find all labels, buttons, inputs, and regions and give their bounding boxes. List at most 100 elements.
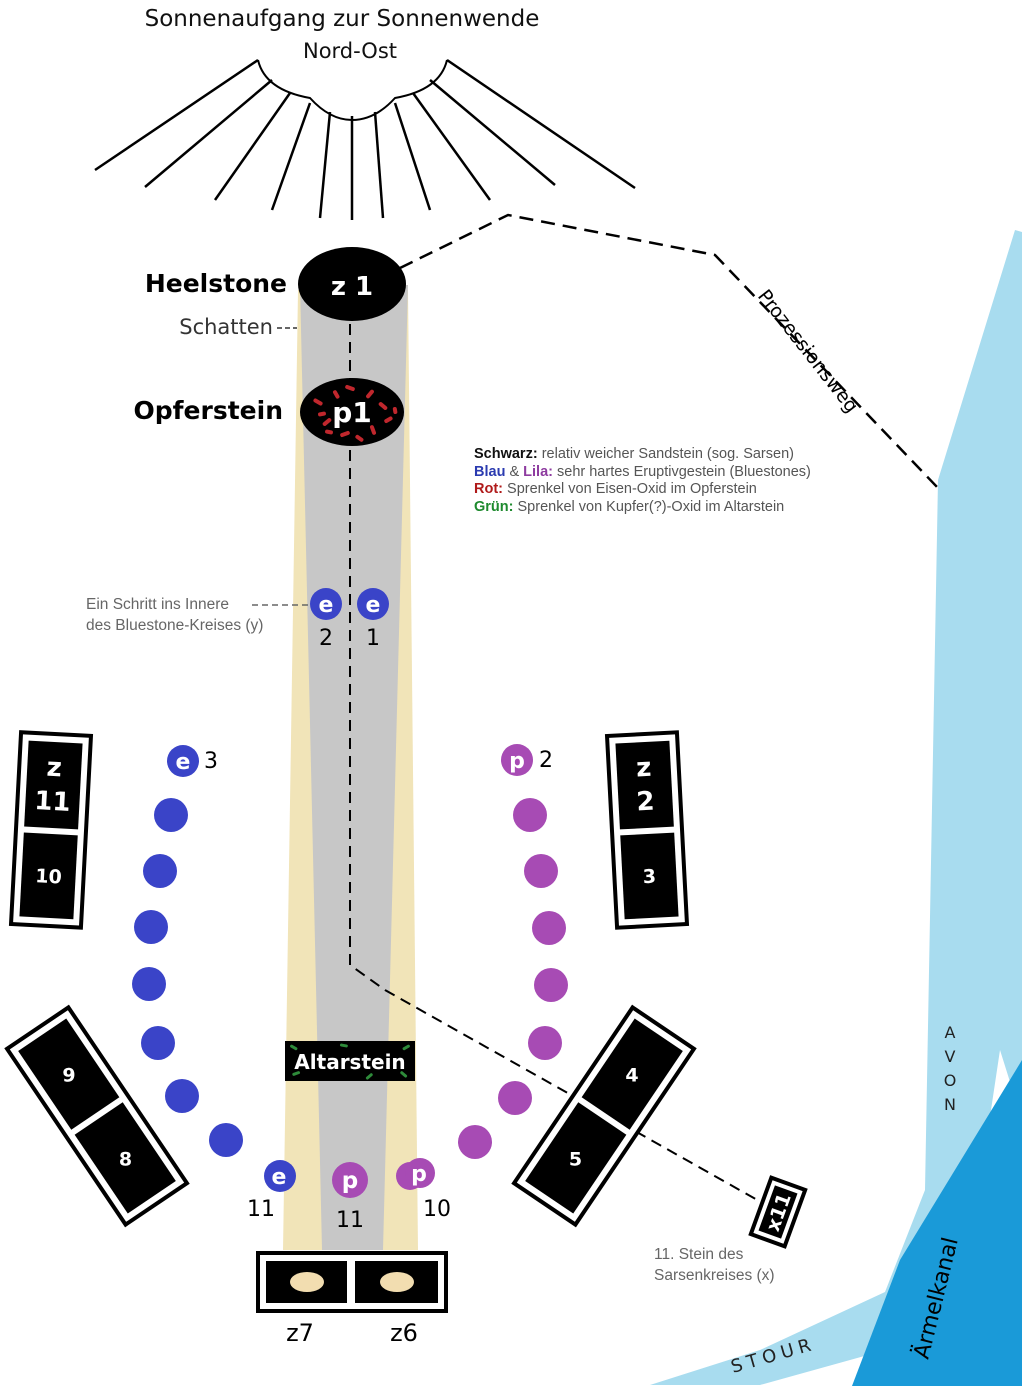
- altarstein[interactable]: Altarstein: [285, 1041, 415, 1081]
- bluestone-dot: [513, 798, 547, 832]
- z11-top-label: z: [46, 753, 63, 784]
- z11-bottom-label: 11: [34, 786, 72, 818]
- legend-text-schwarz: relativ weicher Sandstein (sog. Sarsen): [541, 446, 794, 462]
- bluestone-dot: [132, 967, 166, 1001]
- sun-rays: [94, 58, 636, 220]
- e11-number: 11: [247, 1197, 275, 1222]
- bluestone-dot: [524, 854, 558, 888]
- river-avon: [650, 230, 1022, 1385]
- light-beam: [300, 285, 408, 1250]
- e2-letter: e: [319, 593, 334, 618]
- x11-note-line2: Sarsenkreises (x): [654, 1267, 775, 1284]
- schatten-label: Schatten: [179, 315, 273, 339]
- e1-number: 1: [366, 626, 380, 651]
- heelstone-z1[interactable]: [298, 247, 406, 321]
- legend: Schwarz: relativ weicher Sandstein (sog.…: [474, 446, 811, 516]
- avon-letter: O: [944, 1071, 957, 1090]
- p11-number: 11: [336, 1208, 364, 1233]
- opferstein-label: Opferstein: [134, 396, 283, 425]
- legend-row-schwarz: Schwarz: relativ weicher Sandstein (sog.…: [474, 446, 811, 464]
- bluestone-dot: [141, 1026, 175, 1060]
- bluestone-dot: [209, 1123, 243, 1157]
- avon-label: A V O N: [944, 1023, 957, 1114]
- legend-row-gruen: Grün: Sprenkel von Kupfer(?)-Oxid im Alt…: [474, 499, 811, 517]
- e3-number: 3: [204, 749, 218, 774]
- trilithon-z4-z5[interactable]: 4 5: [511, 1004, 697, 1228]
- bluestone-p10[interactable]: p 10: [396, 1158, 451, 1222]
- p2-number: 2: [539, 748, 553, 773]
- bluestone-p11[interactable]: p 11: [332, 1162, 368, 1233]
- step-note-line2: des Bluestone-Kreises (y): [86, 617, 264, 634]
- bluestone-arc-right: [458, 798, 568, 1159]
- p2-letter: p: [509, 749, 525, 774]
- z10-label: 10: [35, 865, 63, 888]
- step-note-line1: Ein Schritt ins Innere: [86, 596, 230, 613]
- procession-path: [399, 213, 939, 489]
- bluestone-dot: [165, 1079, 199, 1113]
- avon-letter: V: [945, 1047, 956, 1066]
- altarstein-label: Altarstein: [294, 1050, 405, 1074]
- avon-letter: N: [944, 1095, 956, 1114]
- x11-note: 11. Stein des Sarsenkreises (x): [654, 1244, 775, 1286]
- legend-text-gruen: Sprenkel von Kupfer(?)-Oxid im Altarstei…: [517, 498, 785, 515]
- opferstein-p1[interactable]: [300, 378, 404, 446]
- sea-aermelkanal: [852, 1060, 1022, 1386]
- legend-text-rot: Sprenkel von Eisen-Oxid im Opferstein: [507, 481, 757, 497]
- z2-top-label: z: [635, 753, 652, 784]
- trilithon-z2-z3[interactable]: z 2 3: [604, 730, 690, 930]
- bluestone-p2[interactable]: p 2: [501, 744, 553, 776]
- bluestone-dot: [534, 968, 568, 1002]
- legend-key-blau: Blau: [474, 463, 506, 480]
- title: Sonnenaufgang zur Sonnenwende: [145, 6, 540, 32]
- iron-oxide-speckles: [313, 384, 398, 442]
- bluestone-arc-left: [132, 798, 243, 1157]
- z8-label: 8: [119, 1148, 132, 1170]
- legend-key-gruen: Grün:: [474, 498, 514, 515]
- p11-letter: p: [342, 1168, 358, 1194]
- bluestone-dot: [498, 1081, 532, 1115]
- bluestone-e3[interactable]: e 3: [167, 745, 218, 777]
- sarsen-z7-z6[interactable]: z7 z6: [256, 1251, 448, 1347]
- legend-row-blau-lila: Blau & Lila: sehr hartes Eruptivgestein …: [474, 464, 811, 482]
- bluestone-dot: [154, 798, 188, 832]
- z3-label: 3: [642, 866, 656, 889]
- z2-bottom-label: 2: [636, 787, 656, 818]
- bluestone-dot: [532, 911, 566, 945]
- bluestone-dot: [528, 1026, 562, 1060]
- z5-label: 5: [569, 1148, 582, 1170]
- bluestone-e1[interactable]: e 1: [357, 588, 389, 651]
- legend-sep: &: [505, 463, 524, 480]
- avon-letter: A: [945, 1023, 956, 1042]
- p1-label: p1: [332, 396, 372, 429]
- z9-label: 9: [62, 1065, 75, 1087]
- trilithon-z11-z10[interactable]: z 11 10: [8, 730, 94, 930]
- p10-letter: p: [411, 1162, 427, 1187]
- copper-oxide-speckles: [290, 1043, 410, 1080]
- z7-label: z7: [286, 1319, 314, 1347]
- legend-key-lila: Lila:: [523, 463, 553, 480]
- heelstone-label: Heelstone: [145, 269, 287, 298]
- bluestone-e2[interactable]: e 2: [310, 588, 342, 651]
- z4-label: 4: [625, 1065, 638, 1087]
- z1-label: z 1: [331, 272, 373, 302]
- bluestone-dot: [143, 854, 177, 888]
- p10-number: 10: [423, 1197, 451, 1222]
- z6-label: z6: [390, 1319, 418, 1347]
- legend-text-blau-lila: sehr hartes Eruptivgestein (Bluestones): [557, 463, 811, 480]
- legend-key-schwarz: Schwarz:: [474, 446, 538, 462]
- step-note: Ein Schritt ins Innere des Bluestone-Kre…: [86, 594, 263, 636]
- e3-letter: e: [176, 750, 191, 775]
- bluestone-dot: [458, 1125, 492, 1159]
- e1-letter: e: [366, 593, 381, 618]
- x11-note-line1: 11. Stein des: [654, 1246, 744, 1263]
- bluestone-dot: [134, 910, 168, 944]
- legend-key-rot: Rot:: [474, 481, 503, 497]
- e11-letter: e: [272, 1165, 287, 1190]
- e2-number: 2: [319, 626, 333, 651]
- subtitle: Nord-Ost: [303, 39, 397, 63]
- trilithon-z9-z8[interactable]: 9 8: [4, 1004, 190, 1228]
- sarsen-x11[interactable]: x11: [748, 1175, 808, 1249]
- bluestone-e11[interactable]: e 11: [247, 1160, 296, 1222]
- legend-row-rot: Rot: Sprenkel von Eisen-Oxid im Opferste…: [474, 481, 811, 499]
